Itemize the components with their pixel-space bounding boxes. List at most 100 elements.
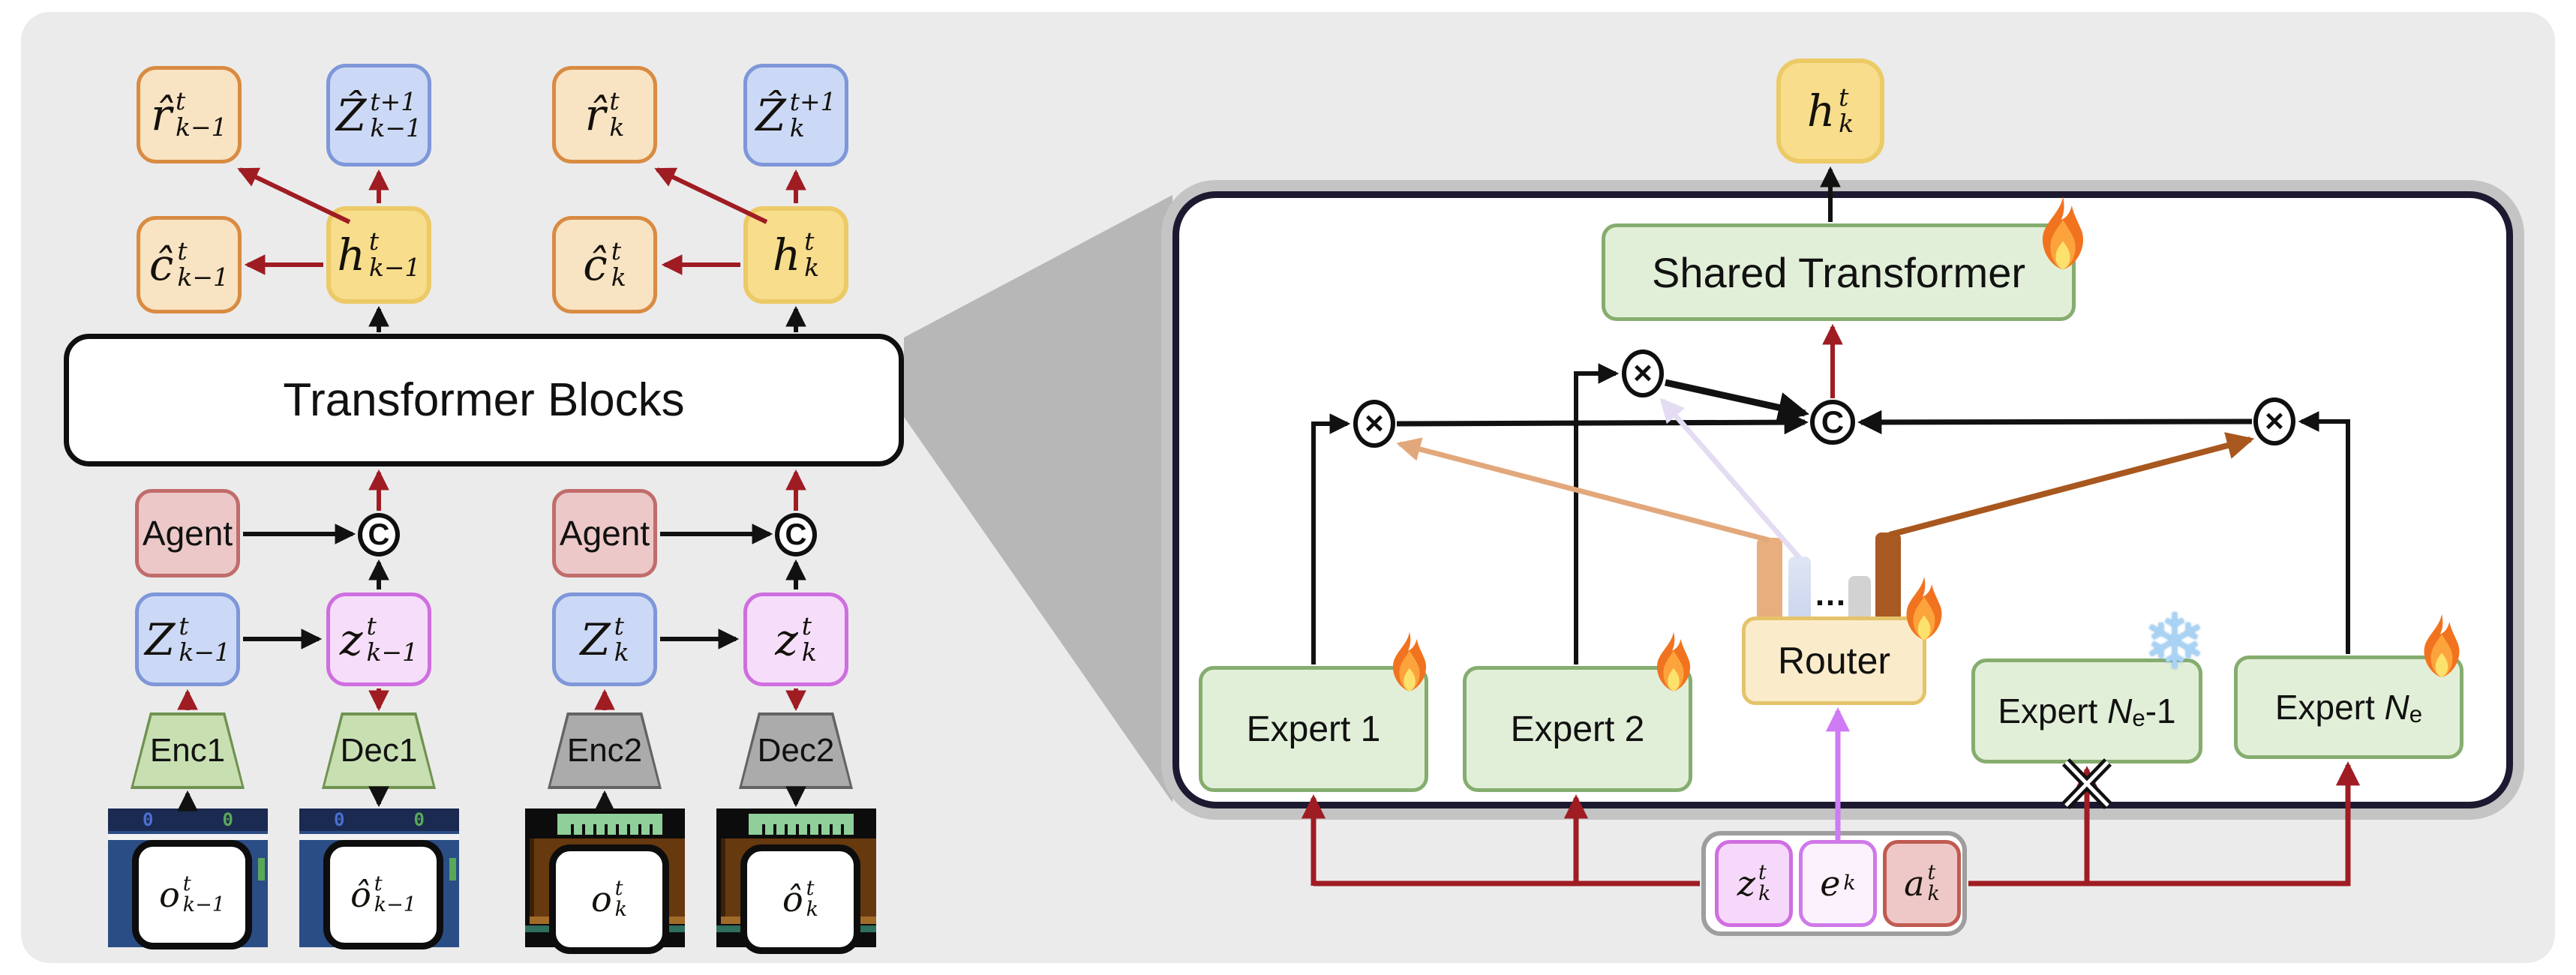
multiply-symbol: × xyxy=(1633,355,1653,392)
concat-symbol: C xyxy=(1821,404,1845,440)
math-main: h xyxy=(772,230,801,280)
gate-bars-ellipsis: … xyxy=(1814,576,1847,613)
agent-label: Agent xyxy=(142,514,233,553)
math-sub: k−1 xyxy=(179,637,230,667)
math-sup: t xyxy=(611,236,621,266)
concat-symbol: C xyxy=(785,518,807,551)
math-sub: k xyxy=(611,262,626,292)
encoder1-label: Enc1 xyxy=(149,732,226,769)
router-label: Router xyxy=(1777,640,1891,682)
pong-score-right: 0 xyxy=(222,809,233,830)
breakout-score-bar xyxy=(557,814,663,835)
math-sub: k xyxy=(1758,882,1771,905)
expert-1-box: Expert 1 xyxy=(1199,666,1428,792)
multiply-node-1: × xyxy=(1353,400,1395,448)
encoder2-trapezoid: Enc2 xyxy=(548,712,662,789)
math-main: r̂ xyxy=(584,89,606,140)
math-sup: t xyxy=(801,610,812,640)
math-main: r̂ xyxy=(151,89,173,140)
shared-transformer-box: Shared Transformer xyxy=(1602,224,2076,321)
math-sup: t xyxy=(614,876,623,900)
pong-score-right: 0 xyxy=(413,809,425,830)
math-main: Z xyxy=(145,614,176,665)
math-main: z xyxy=(1737,863,1755,904)
math-main: o xyxy=(590,879,612,920)
breakout-score-bar xyxy=(748,814,854,835)
math-sup: t xyxy=(806,876,815,900)
fire-icon xyxy=(2042,196,2084,270)
decoder1-label: Dec1 xyxy=(340,732,418,769)
expert-ne-minus-1-box: Expert Ne-1 xyxy=(1971,658,2202,764)
math-sub: k xyxy=(1927,882,1940,905)
math-sup: t xyxy=(804,226,815,256)
pong-score-bar: 0 0 xyxy=(108,808,268,831)
agent-label: Agent xyxy=(559,514,650,553)
agent-box-k: Agent xyxy=(552,489,657,578)
decoder2-trapezoid: Dec2 xyxy=(739,712,853,789)
math-sup: t xyxy=(609,86,620,116)
pong-line xyxy=(108,834,268,840)
math-sup: t+1 xyxy=(370,86,417,116)
math-main: Ẑ xyxy=(336,89,367,141)
multiply-node-3: × xyxy=(2253,398,2295,446)
math-sub: k−1 xyxy=(176,112,227,142)
shared-transformer-label: Shared Transformer xyxy=(1652,248,2025,296)
math-sub: k−1 xyxy=(374,893,416,916)
math-main: a xyxy=(1904,863,1925,904)
multiply-symbol: × xyxy=(1365,405,1384,442)
math-sub: k−1 xyxy=(366,637,419,667)
fire-icon xyxy=(2424,614,2460,678)
math-main: z xyxy=(775,614,798,665)
expert-ne-box: Expert Ne xyxy=(2234,656,2463,759)
concat-node-k1: C xyxy=(358,513,400,556)
agent-box-k1: Agent xyxy=(135,489,240,578)
math-main: Z xyxy=(580,614,611,665)
multiply-node-2: × xyxy=(1622,350,1664,398)
math-sub: k xyxy=(614,898,628,921)
math-sub: k xyxy=(806,898,819,921)
math-sup: t xyxy=(182,872,191,896)
pong-score-left: 0 xyxy=(334,809,345,830)
expert-2-box: Expert 2 xyxy=(1463,666,1692,792)
math-main: e xyxy=(1820,863,1841,904)
math-sup: t xyxy=(366,610,377,640)
concat-node-moe: C xyxy=(1810,400,1855,445)
transformer-blocks-box: Transformer Blocks xyxy=(64,334,904,466)
transformer-blocks-label: Transformer Blocks xyxy=(283,374,685,426)
pong-score-bar: 0 0 xyxy=(299,808,459,831)
math-sub: k xyxy=(801,637,817,667)
math-main: h xyxy=(1806,86,1836,136)
fire-icon xyxy=(1656,632,1691,692)
snowflake-icon: ❄ xyxy=(2142,598,2207,687)
math-main: ĉ xyxy=(583,239,608,290)
math-sup: t xyxy=(374,872,383,896)
math-sub: k−1 xyxy=(370,112,422,142)
pong-paddle xyxy=(258,858,265,880)
gate-weight-bar-3 xyxy=(1848,576,1871,616)
multiply-symbol: × xyxy=(2265,403,2284,440)
math-sub: k−1 xyxy=(182,893,225,916)
math-sub: k xyxy=(609,112,625,142)
router-box: Router xyxy=(1742,616,1926,705)
math-main: z xyxy=(339,614,363,665)
fire-icon xyxy=(1392,632,1427,692)
